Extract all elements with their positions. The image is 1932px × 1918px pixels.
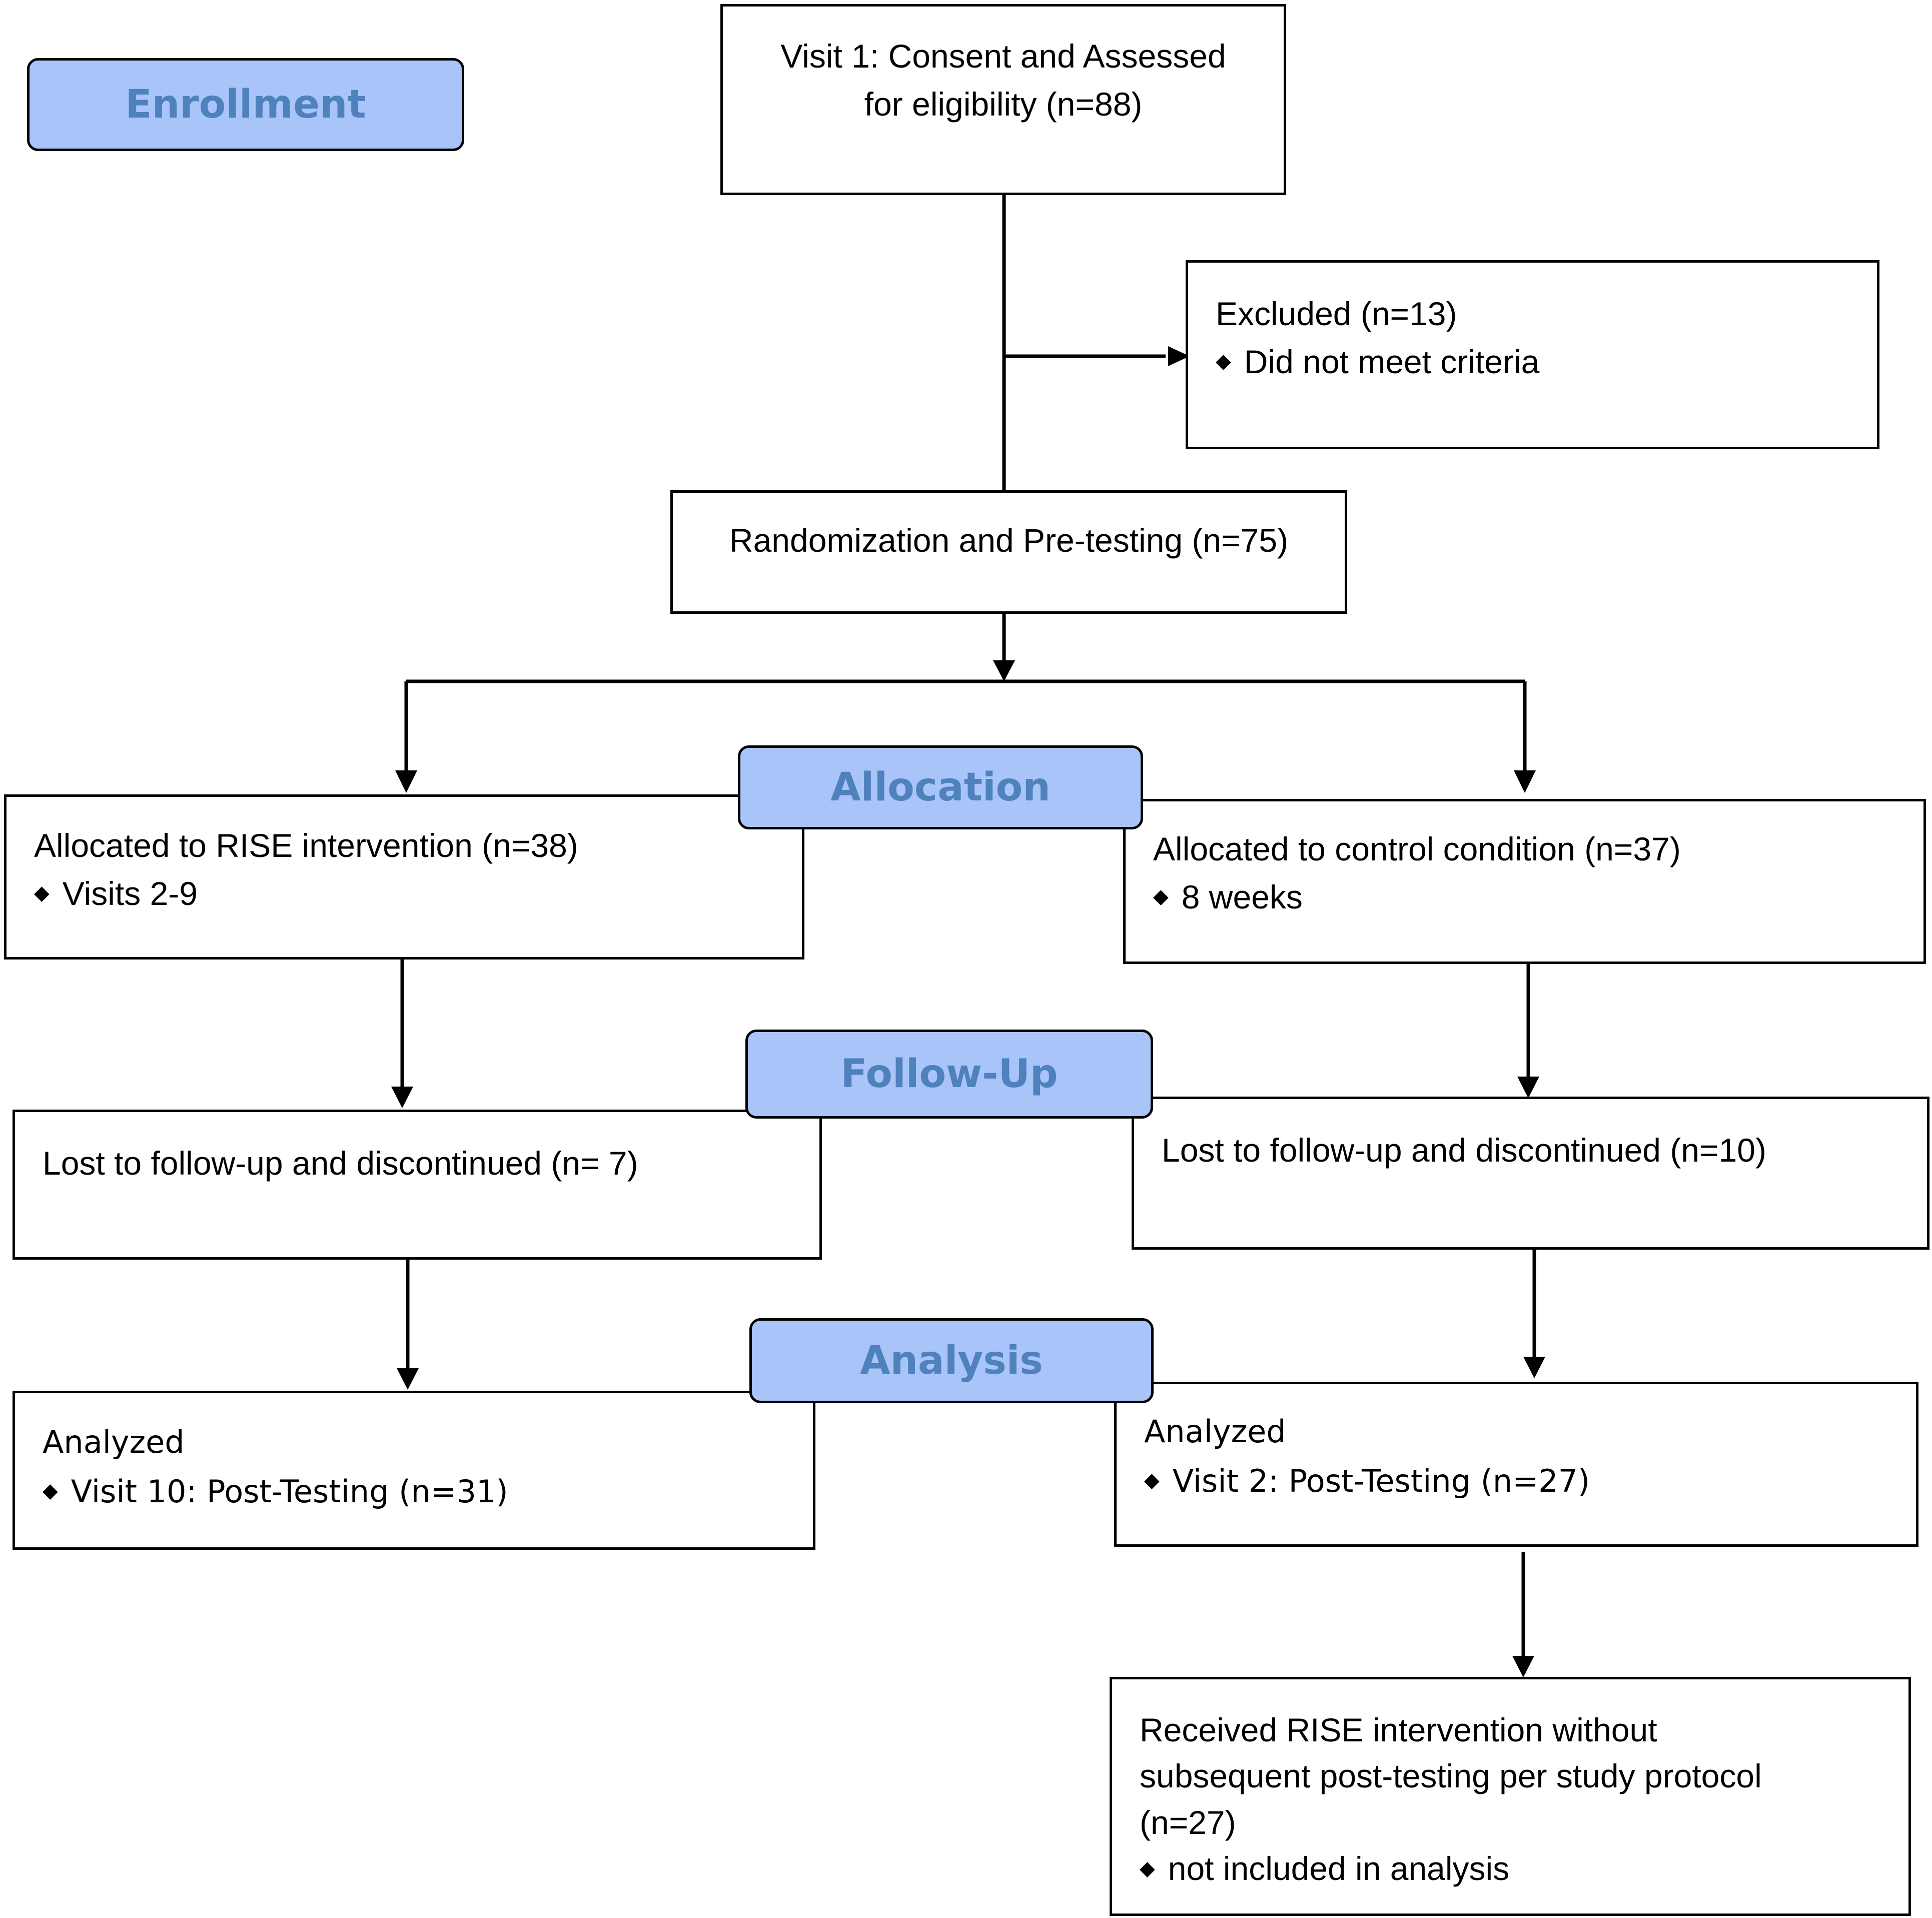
received-bullet-item: ◆ not included in analysis [1140,1845,1908,1891]
arrowhead-icon [1514,770,1536,793]
followup-right-title: Lost to follow-up and discontinued (n=10… [1162,1132,1766,1169]
diamond-bullet-icon: ◆ [1144,1469,1160,1492]
excluded-title: Excluded (n=13) [1216,295,1457,332]
diamond-bullet-icon: ◆ [1140,1857,1155,1879]
randomization-box: Randomization and Pre-testing (n=75) [670,490,1347,614]
followup-left-title: Lost to follow-up and discontinued (n= 7… [43,1145,638,1182]
analysis-right-title: Analyzed [1144,1413,1286,1450]
stage-enrollment: Enrollment [27,58,464,151]
stage-allocation: Allocation [738,745,1143,829]
arrowhead-icon [397,1368,419,1390]
received-bullet-text: not included in analysis [1168,1850,1510,1887]
allocation-left-bullet-text: Visits 2-9 [62,874,198,912]
stage-enrollment-label: Enrollment [125,82,366,127]
analysis-left-bullet-item: ◆ Visit 10: Post-Testing (n=31) [43,1467,813,1516]
received-line3: (n=27) [1140,1803,1236,1841]
analysis-left-box: Analyzed ◆ Visit 10: Post-Testing (n=31) [13,1391,815,1550]
received-line2: subsequent post-testing per study protoc… [1140,1757,1762,1795]
excluded-bullet-text: Did not meet criteria [1244,343,1540,380]
excluded-box: Excluded (n=13) ◆ Did not meet criteria [1186,260,1879,449]
diamond-bullet-icon: ◆ [1216,350,1231,373]
excluded-bullet-item: ◆ Did not meet criteria [1216,338,1877,386]
received-line1: Received RISE intervention without [1140,1711,1657,1748]
followup-left-box: Lost to follow-up and discontinued (n= 7… [13,1110,822,1260]
stage-follow-up: Follow-Up [745,1030,1153,1119]
arrowhead-icon [1517,1077,1539,1098]
visit1-box: Visit 1: Consent and Assessed for eligib… [720,4,1286,195]
randomization-title: Randomization and Pre-testing (n=75) [729,522,1289,559]
stage-analysis: Analysis [749,1318,1154,1403]
arrowhead-icon [1168,346,1190,366]
arrowhead-icon [395,770,417,793]
diamond-bullet-icon: ◆ [34,882,50,904]
allocation-right-bullet-item: ◆ 8 weeks [1153,873,1923,921]
followup-right-box: Lost to follow-up and discontinued (n=10… [1132,1097,1929,1250]
allocation-right-bullet-text: 8 weeks [1181,878,1303,915]
arrowhead-icon [1512,1656,1534,1677]
arrowhead-icon [391,1087,413,1108]
analysis-left-title: Analyzed [43,1424,185,1460]
analysis-right-bullet-item: ◆ Visit 2: Post-Testing (n=27) [1144,1456,1916,1506]
diamond-bullet-icon: ◆ [43,1479,58,1503]
analysis-left-bullet-text: Visit 10: Post-Testing (n=31) [71,1473,508,1510]
analysis-right-box: Analyzed ◆ Visit 2: Post-Testing (n=27) [1114,1382,1918,1547]
allocation-right-title: Allocated to control condition (n=37) [1153,830,1681,867]
stage-analysis-label: Analysis [860,1338,1043,1383]
diamond-bullet-icon: ◆ [1153,885,1169,908]
arrowhead-icon [1523,1357,1545,1378]
allocation-left-title: Allocated to RISE intervention (n=38) [34,827,578,864]
visit1-line2: for eligibility (n=88) [864,85,1143,123]
allocation-right-box: Allocated to control condition (n=37) ◆ 8… [1123,799,1926,964]
received-rise-box: Received RISE intervention without subse… [1110,1677,1911,1916]
arrowhead-icon [993,660,1015,681]
allocation-left-box: Allocated to RISE intervention (n=38) ◆ V… [4,794,804,960]
stage-allocation-label: Allocation [830,765,1051,810]
visit1-line1: Visit 1: Consent and Assessed [780,38,1226,75]
allocation-left-bullet-item: ◆ Visits 2-9 [34,870,802,918]
stage-follow-up-label: Follow-Up [840,1052,1058,1097]
analysis-right-bullet-text: Visit 2: Post-Testing (n=27) [1172,1463,1590,1500]
